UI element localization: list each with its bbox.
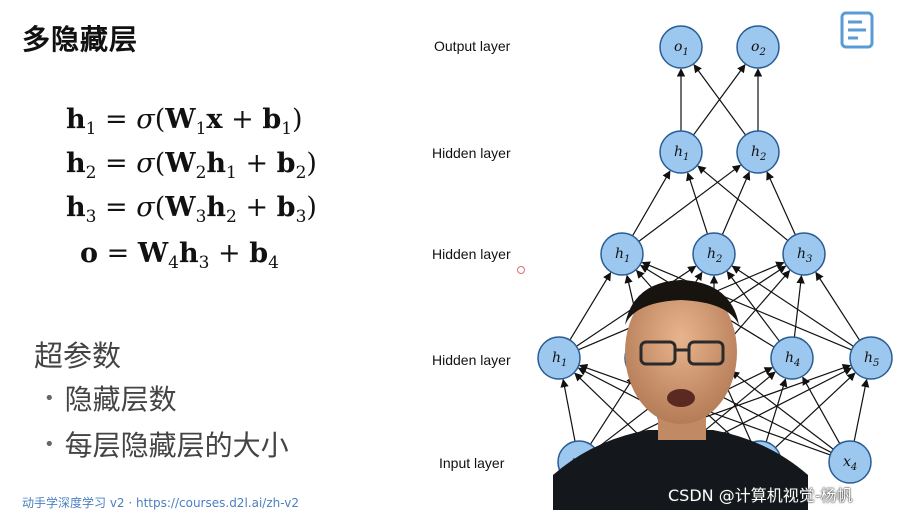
- layer-label-hidden-3: Hidden layer: [432, 145, 511, 161]
- edge-input-1-to-hidden1-2: [589, 375, 635, 445]
- edge-hidden2-3-to-hidden3-1: [697, 165, 789, 242]
- edge-hidden2-1-to-hidden3-1: [631, 170, 671, 237]
- edge-hidden2-2-to-hidden3-2: [721, 171, 751, 235]
- edge-hidden1-1-to-hidden2-1: [569, 272, 612, 341]
- edge-hidden3-2-to-output-1: [693, 64, 747, 136]
- node-input-4: x4: [828, 440, 872, 484]
- node-hidden3-2: h2: [736, 130, 780, 174]
- bullet-icon: •: [44, 388, 55, 409]
- node-hidden2-1: h1: [600, 232, 644, 276]
- cursor-marker: [517, 266, 525, 274]
- edge-hidden1-5-to-hidden2-2: [731, 265, 854, 347]
- equation-4: o = W4h3 + b4: [80, 238, 279, 273]
- edge-input-3-to-hidden1-5: [774, 372, 856, 449]
- footer: 动手学深度学习 v2 · https://courses.d2l.ai/zh-v…: [22, 494, 299, 511]
- edge-hidden1-3-to-hidden2-3: [727, 270, 791, 343]
- hyperparam-item-size: •每层隐藏层的大小: [44, 429, 289, 462]
- node-hidden2-2: h2: [692, 232, 736, 276]
- equation-2: h2 = σ(W2h1 + b2): [66, 148, 317, 183]
- edge-hidden1-5-to-hidden2-3: [815, 271, 861, 341]
- d2l-logo-icon: [840, 11, 874, 49]
- presenter-mouth: [667, 389, 695, 407]
- edge-input-4-to-hidden1-5: [853, 378, 870, 442]
- watermark: CSDN @计算机视觉-杨帆: [668, 486, 853, 505]
- presenter-shirt: [553, 430, 808, 510]
- slide-title: 多隐藏层: [22, 23, 139, 56]
- presenter-face: [625, 280, 737, 424]
- edge-input-1-to-hidden1-1: [560, 378, 576, 442]
- layer-label-hidden-1: Hidden layer: [432, 352, 511, 368]
- edge-hidden2-3-to-hidden3-2: [766, 171, 796, 236]
- node-hidden1-4: h4: [770, 336, 814, 380]
- layer-label-output: Output layer: [434, 38, 511, 54]
- hyperparam-item-layers: •隐藏层数: [44, 383, 177, 416]
- presenter-video: [553, 280, 808, 510]
- equation-3: h3 = σ(W3h2 + b3): [66, 192, 317, 227]
- edge-input-4-to-hidden1-3: [730, 370, 834, 450]
- edge-hidden2-1-to-hidden3-2: [638, 164, 742, 242]
- hyperparams-title: 超参数: [34, 339, 122, 373]
- layer-label-hidden-2: Hidden layer: [432, 246, 511, 262]
- node-hidden2-3: h3: [782, 232, 826, 276]
- node-hidden1-1: h1: [537, 336, 581, 380]
- node-output-2: o2: [736, 25, 780, 69]
- footer-course: 动手学深度学习 v2 ·: [22, 496, 136, 510]
- equation-1: h1 = σ(W1x + b1): [66, 104, 303, 139]
- node-hidden3-1: h1: [659, 130, 703, 174]
- edge-hidden2-2-to-hidden3-1: [686, 172, 709, 235]
- footer-link[interactable]: https://courses.d2l.ai/zh-v2: [136, 496, 299, 510]
- layer-label-input: Input layer: [439, 455, 505, 471]
- edge-hidden1-5-to-hidden2-1: [641, 261, 852, 351]
- node-output-1: o1: [659, 25, 703, 69]
- node-hidden1-5: h5: [849, 336, 893, 380]
- edge-input-3-to-hidden1-4: [765, 378, 788, 443]
- glasses-icon: [639, 340, 725, 366]
- edge-input-4-to-hidden1-4: [802, 376, 841, 444]
- edge-hidden1-4-to-hidden2-2: [726, 270, 780, 342]
- presenter-hair: [625, 280, 739, 325]
- bullet-icon: •: [44, 434, 55, 455]
